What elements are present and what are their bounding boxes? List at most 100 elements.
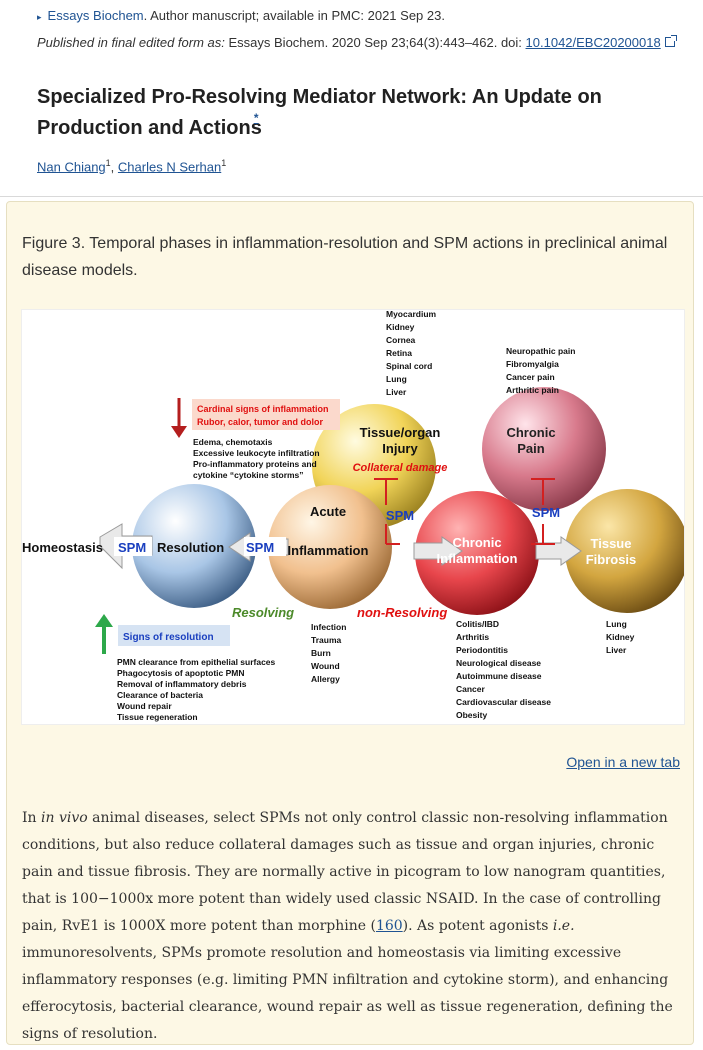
chronic-label: Chronic	[452, 535, 501, 550]
body-text: In	[22, 810, 41, 826]
chronic-inflammation-sphere	[415, 491, 539, 615]
pain-list-item: Arthritic pain	[506, 385, 559, 395]
resolution-list-item: PMN clearance from epithelial surfaces	[117, 657, 276, 667]
spm-label: SPM	[386, 508, 414, 523]
inflammation-resolution-diagram: Homeostasis SPM Resolution SPM Acute Inf…	[22, 310, 684, 722]
spm-box-resolution	[244, 537, 286, 556]
body-italic: i.e.	[552, 918, 575, 934]
body-text: ). As potent agonists	[402, 918, 553, 934]
resolution-list-item: Removal of inflammatory debris	[117, 679, 247, 689]
non-resolving-label: non-Resolving	[357, 605, 447, 620]
organ-list-item: Retina	[386, 348, 412, 358]
body-italic: in vivo	[41, 810, 88, 826]
body-text: animal diseases, select SPMs not only co…	[22, 810, 668, 934]
figure-caption: Figure 3. Temporal phases in inflammatio…	[22, 235, 668, 279]
down-arrow-icon	[171, 398, 187, 438]
doi-link[interactable]: 10.1042/EBC20200018	[525, 35, 661, 50]
organ-list-item: Spinal cord	[386, 361, 432, 371]
resolution-list-item: Tissue regeneration	[117, 712, 198, 722]
signs-of-resolution-label: Signs of resolution	[123, 632, 214, 643]
chronic-pain-label-1: Chronic	[506, 425, 555, 440]
cardinal-line1: Cardinal signs of inflammation	[197, 404, 329, 414]
homeostasis-label: Homeostasis	[22, 540, 103, 555]
author-affiliation[interactable]: 1	[221, 158, 227, 168]
tissue-organ-label: Tissue/organ	[360, 425, 441, 440]
pain-list-item: Fibromyalgia	[506, 359, 559, 369]
resolution-list-item: Phagocytosis of apoptotic PMN	[117, 668, 245, 678]
reference-link[interactable]: 160	[375, 918, 403, 934]
spm-label: SPM	[246, 540, 274, 555]
figure-description: In in vivo animal diseases, select SPMs …	[22, 805, 686, 1048]
external-link-icon[interactable]	[664, 35, 677, 47]
pain-list-item: Neuropathic pain	[506, 346, 575, 356]
published-citation: Essays Biochem. 2020 Sep 23;64(3):443–46…	[224, 35, 526, 50]
open-in-new-tab-link[interactable]: Open in a new tab	[566, 754, 680, 770]
acute-list-item: Allergy	[311, 674, 340, 684]
article-title: Specialized Pro-Resolving Mediator Netwo…	[37, 82, 687, 146]
cardinal-list-item: Pro-inflammatory proteins and	[193, 459, 317, 469]
author-affiliation[interactable]: 1	[105, 158, 111, 168]
acute-label: Acute	[310, 504, 346, 519]
figure-image[interactable]: Homeostasis SPM Resolution SPM Acute Inf…	[21, 309, 685, 725]
chronic-list-item: Periodontitis	[456, 645, 508, 655]
acute-inflammation-sphere	[268, 485, 392, 609]
organ-list-item: Liver	[386, 387, 407, 397]
author-list: Nan Chiang1, Charles N Serhan1	[37, 158, 226, 174]
collateral-damage-label: Collateral damage	[353, 462, 448, 474]
pain-list-item: Cancer pain	[506, 372, 555, 382]
chronic-list-item: Colitis/IBD	[456, 619, 499, 629]
figure-panel: Figure 3. Temporal phases in inflammatio…	[6, 201, 694, 1045]
acute-list-item: Trauma	[311, 635, 342, 645]
chronic-list-item: Obesity	[456, 710, 487, 720]
spm-label: SPM	[118, 540, 146, 555]
title-footnote-link[interactable]: *	[253, 111, 259, 125]
signs-of-resolution-box	[118, 625, 230, 646]
chronic-list-item: Neurological disease	[456, 658, 541, 668]
injury-label: Injury	[382, 441, 418, 456]
journal-line: ▸ Essays Biochem. Author manuscript; avai…	[37, 8, 445, 23]
acute-list-item: Infection	[311, 622, 346, 632]
cardinal-list-item: Edema, chemotaxis	[193, 437, 273, 447]
tissue-label: Tissue	[591, 536, 632, 551]
fibrosis-label: Fibrosis	[586, 552, 637, 567]
up-arrow-icon	[95, 614, 113, 654]
resolution-list-item: Wound repair	[117, 701, 172, 711]
resolution-sphere	[132, 484, 256, 608]
spm-box-homeostasis	[114, 537, 152, 556]
chronic-inflammation-label: Inflammation	[437, 551, 518, 566]
cardinal-list-item: cytokine “cytokine storms”	[193, 470, 304, 480]
expand-caret-icon[interactable]: ▸	[37, 12, 42, 22]
divider	[0, 196, 703, 197]
organ-list-item: Kidney	[386, 322, 415, 332]
published-line: Published in final edited form as: Essay…	[37, 35, 677, 50]
organ-list-item: Myocardium	[386, 310, 437, 319]
published-label: Published in final edited form as:	[37, 35, 225, 50]
manuscript-note: . Author manuscript; available in PMC: 2…	[143, 8, 445, 23]
resolving-label: Resolving	[232, 605, 294, 620]
cardinal-list-item: Excessive leukocyte infiltration	[193, 448, 320, 458]
acute-list-item: Wound	[311, 661, 340, 671]
author-link[interactable]: Charles N Serhan	[117, 159, 222, 175]
spm-label: SPM	[532, 505, 560, 520]
acute-list-item: Burn	[311, 648, 331, 658]
cardinal-line2: Rubor, calor, tumor and dolor	[197, 417, 324, 427]
chronic-list-item: Autoimmune disease	[456, 671, 542, 681]
author-separator: ,	[110, 159, 115, 175]
tissue-fibrosis-sphere	[565, 489, 684, 613]
resolution-list-item: Clearance of bacteria	[117, 690, 203, 700]
chronic-list-item: Cardiovascular disease	[456, 697, 551, 707]
resolution-label: Resolution	[157, 540, 224, 555]
fibrosis-list-item: Kidney	[606, 632, 635, 642]
body-text: immunoresolvents, SPMs promote resolutio…	[22, 945, 673, 1042]
chronic-list-item: Cancer	[456, 684, 486, 694]
organ-list-item: Cornea	[386, 335, 416, 345]
journal-link[interactable]: Essays Biochem	[47, 8, 144, 23]
chronic-pain-sphere	[482, 387, 606, 511]
author-link[interactable]: Nan Chiang	[37, 159, 106, 175]
organ-list-item: Lung	[386, 374, 407, 384]
chronic-pain-label-2: Pain	[517, 441, 545, 456]
title-text: Specialized Pro-Resolving Mediator Netwo…	[37, 86, 602, 139]
inflammation-label: Inflammation	[288, 543, 369, 558]
arrow-to-chronic	[413, 536, 463, 566]
chronic-list-item: Arthritis	[456, 632, 489, 642]
